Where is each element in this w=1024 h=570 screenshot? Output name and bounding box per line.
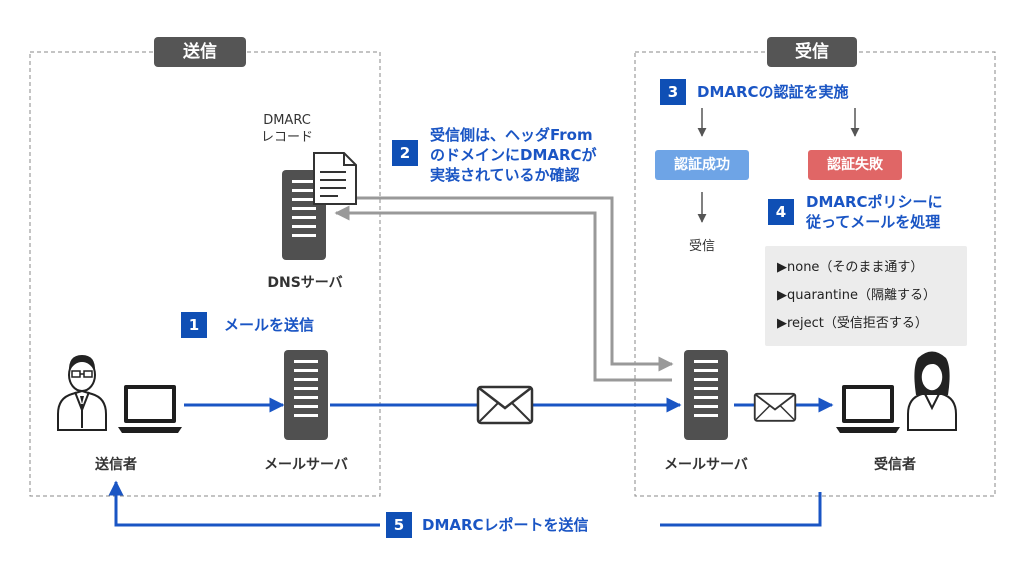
- envelope-icon: [476, 385, 534, 425]
- dns-query-arrow: [340, 196, 674, 372]
- report-arrow-right: [660, 492, 822, 527]
- step-2-badge: 2: [392, 140, 418, 166]
- sender-label: 送信者: [95, 457, 137, 473]
- dns-server-label: DNSサーバ: [267, 275, 343, 291]
- step-2-text: 受信側は、ヘッダFrom のドメインにDMARCが 実装されているか確認: [430, 125, 597, 185]
- step-3-badge: 3: [660, 79, 686, 105]
- small-envelope-icon: [753, 392, 797, 422]
- received-label: 受信: [688, 239, 715, 254]
- receiver-laptop-icon: [836, 385, 900, 433]
- step-4-line: DMARCポリシーに: [806, 193, 943, 211]
- step-4-badge: 4: [768, 199, 794, 225]
- step-2-line: のドメインにDMARCが: [430, 146, 597, 164]
- receiver-mail-server-label: メールサーバ: [664, 457, 748, 473]
- dns-response-arrow: [334, 205, 672, 382]
- receiver-label: 受信者: [874, 457, 916, 473]
- step-5-text: DMARCレポートを送信: [422, 516, 589, 534]
- receiver-mail-server-icon: [684, 350, 728, 440]
- step-4-line: 従ってメールを処理: [806, 213, 941, 231]
- receiver-zone-title: 受信: [767, 37, 857, 67]
- dmarc-record-line: DMARC: [263, 113, 311, 128]
- policy-box: ▶none（そのまま通す） ▶quarantine（隔離する） ▶reject（…: [765, 246, 967, 346]
- businesswoman-icon: [907, 351, 957, 431]
- step-1-badge: 1: [181, 312, 207, 338]
- receiver-zone-border: [634, 51, 996, 497]
- policy-none: ▶none（そのまま通す）: [777, 260, 924, 275]
- step-5-badge: 5: [386, 512, 412, 538]
- dmarc-record-line: レコード: [260, 130, 313, 145]
- step-1-text: メールを送信: [224, 316, 315, 334]
- dmarc-record-label: DMARC レコード: [252, 112, 322, 146]
- sender-laptop-icon: [118, 385, 182, 433]
- auth-fail-badge: 認証失敗: [808, 150, 902, 180]
- businessman-icon: [57, 355, 107, 431]
- step-4-text: DMARCポリシーに 従ってメールを処理: [806, 192, 943, 232]
- report-arrow-left: [108, 480, 380, 527]
- policy-reject: ▶reject（受信拒否する）: [777, 316, 928, 331]
- auth-success-badge: 認証成功: [655, 150, 749, 180]
- step-3-text: DMARCの認証を実施: [697, 83, 849, 101]
- sender-mail-server-icon: [284, 350, 328, 440]
- sender-zone-title: 送信: [154, 37, 246, 67]
- step-2-line: 実装されているか確認: [430, 166, 580, 184]
- step-2-line: 受信側は、ヘッダFrom: [430, 126, 593, 144]
- policy-quarantine: ▶quarantine（隔離する）: [777, 288, 936, 303]
- document-icon: [313, 152, 357, 205]
- sender-mail-server-label: メールサーバ: [264, 457, 348, 473]
